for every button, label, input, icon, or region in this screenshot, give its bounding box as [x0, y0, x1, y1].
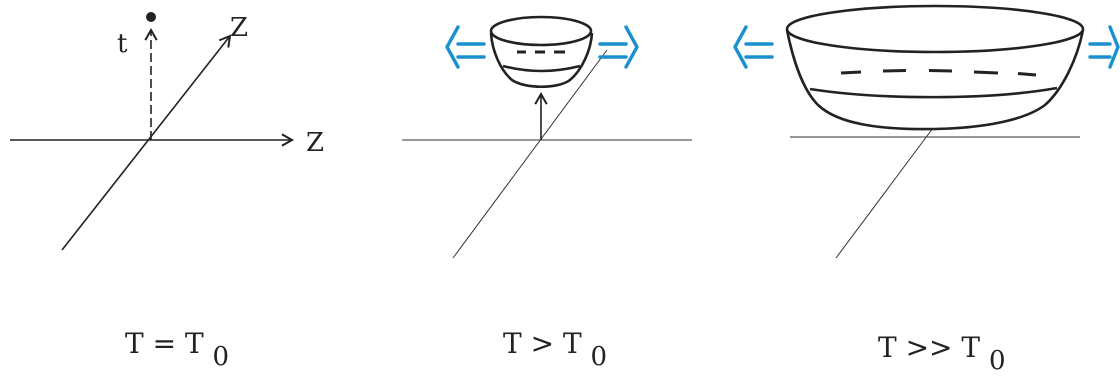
large-bowl-rim	[785, 4, 1085, 54]
large-bowl-body	[785, 29, 1085, 131]
left-expansion-arrow	[733, 25, 774, 69]
caption-panel-1: T = T 0	[125, 327, 229, 372]
panel-2-small-bowl	[402, 15, 692, 259]
right-expansion-arrow	[1088, 25, 1120, 69]
panel-1-equilibrium: t Z Z	[10, 12, 324, 251]
right-expansion-arrow	[598, 25, 639, 69]
small-bowl-rim	[489, 15, 593, 47]
point-dot	[146, 12, 156, 22]
panel-3-large-bowl	[733, 4, 1120, 259]
caption-panel-2: T > T 0	[503, 327, 607, 372]
large-bowl-band	[809, 86, 1058, 99]
caption-panel-3: T >> T 0	[878, 331, 1006, 376]
small-bowl-body	[489, 32, 594, 89]
depth-axis-label: Z	[230, 13, 248, 43]
horizontal-axis-label: Z	[306, 128, 324, 158]
left-expansion-arrow	[445, 25, 486, 69]
time-axis-label: t	[117, 29, 128, 59]
depth-line	[452, 49, 608, 259]
large-bowl-dashes	[840, 69, 1037, 77]
depth-z-axis	[61, 34, 232, 251]
small-bowl-band	[502, 64, 581, 73]
depth-line	[835, 127, 934, 259]
